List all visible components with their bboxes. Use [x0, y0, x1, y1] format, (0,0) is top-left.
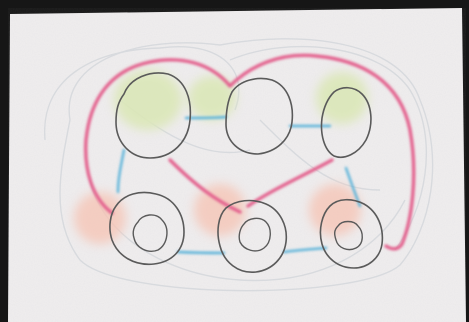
paper-grain — [8, 8, 466, 322]
